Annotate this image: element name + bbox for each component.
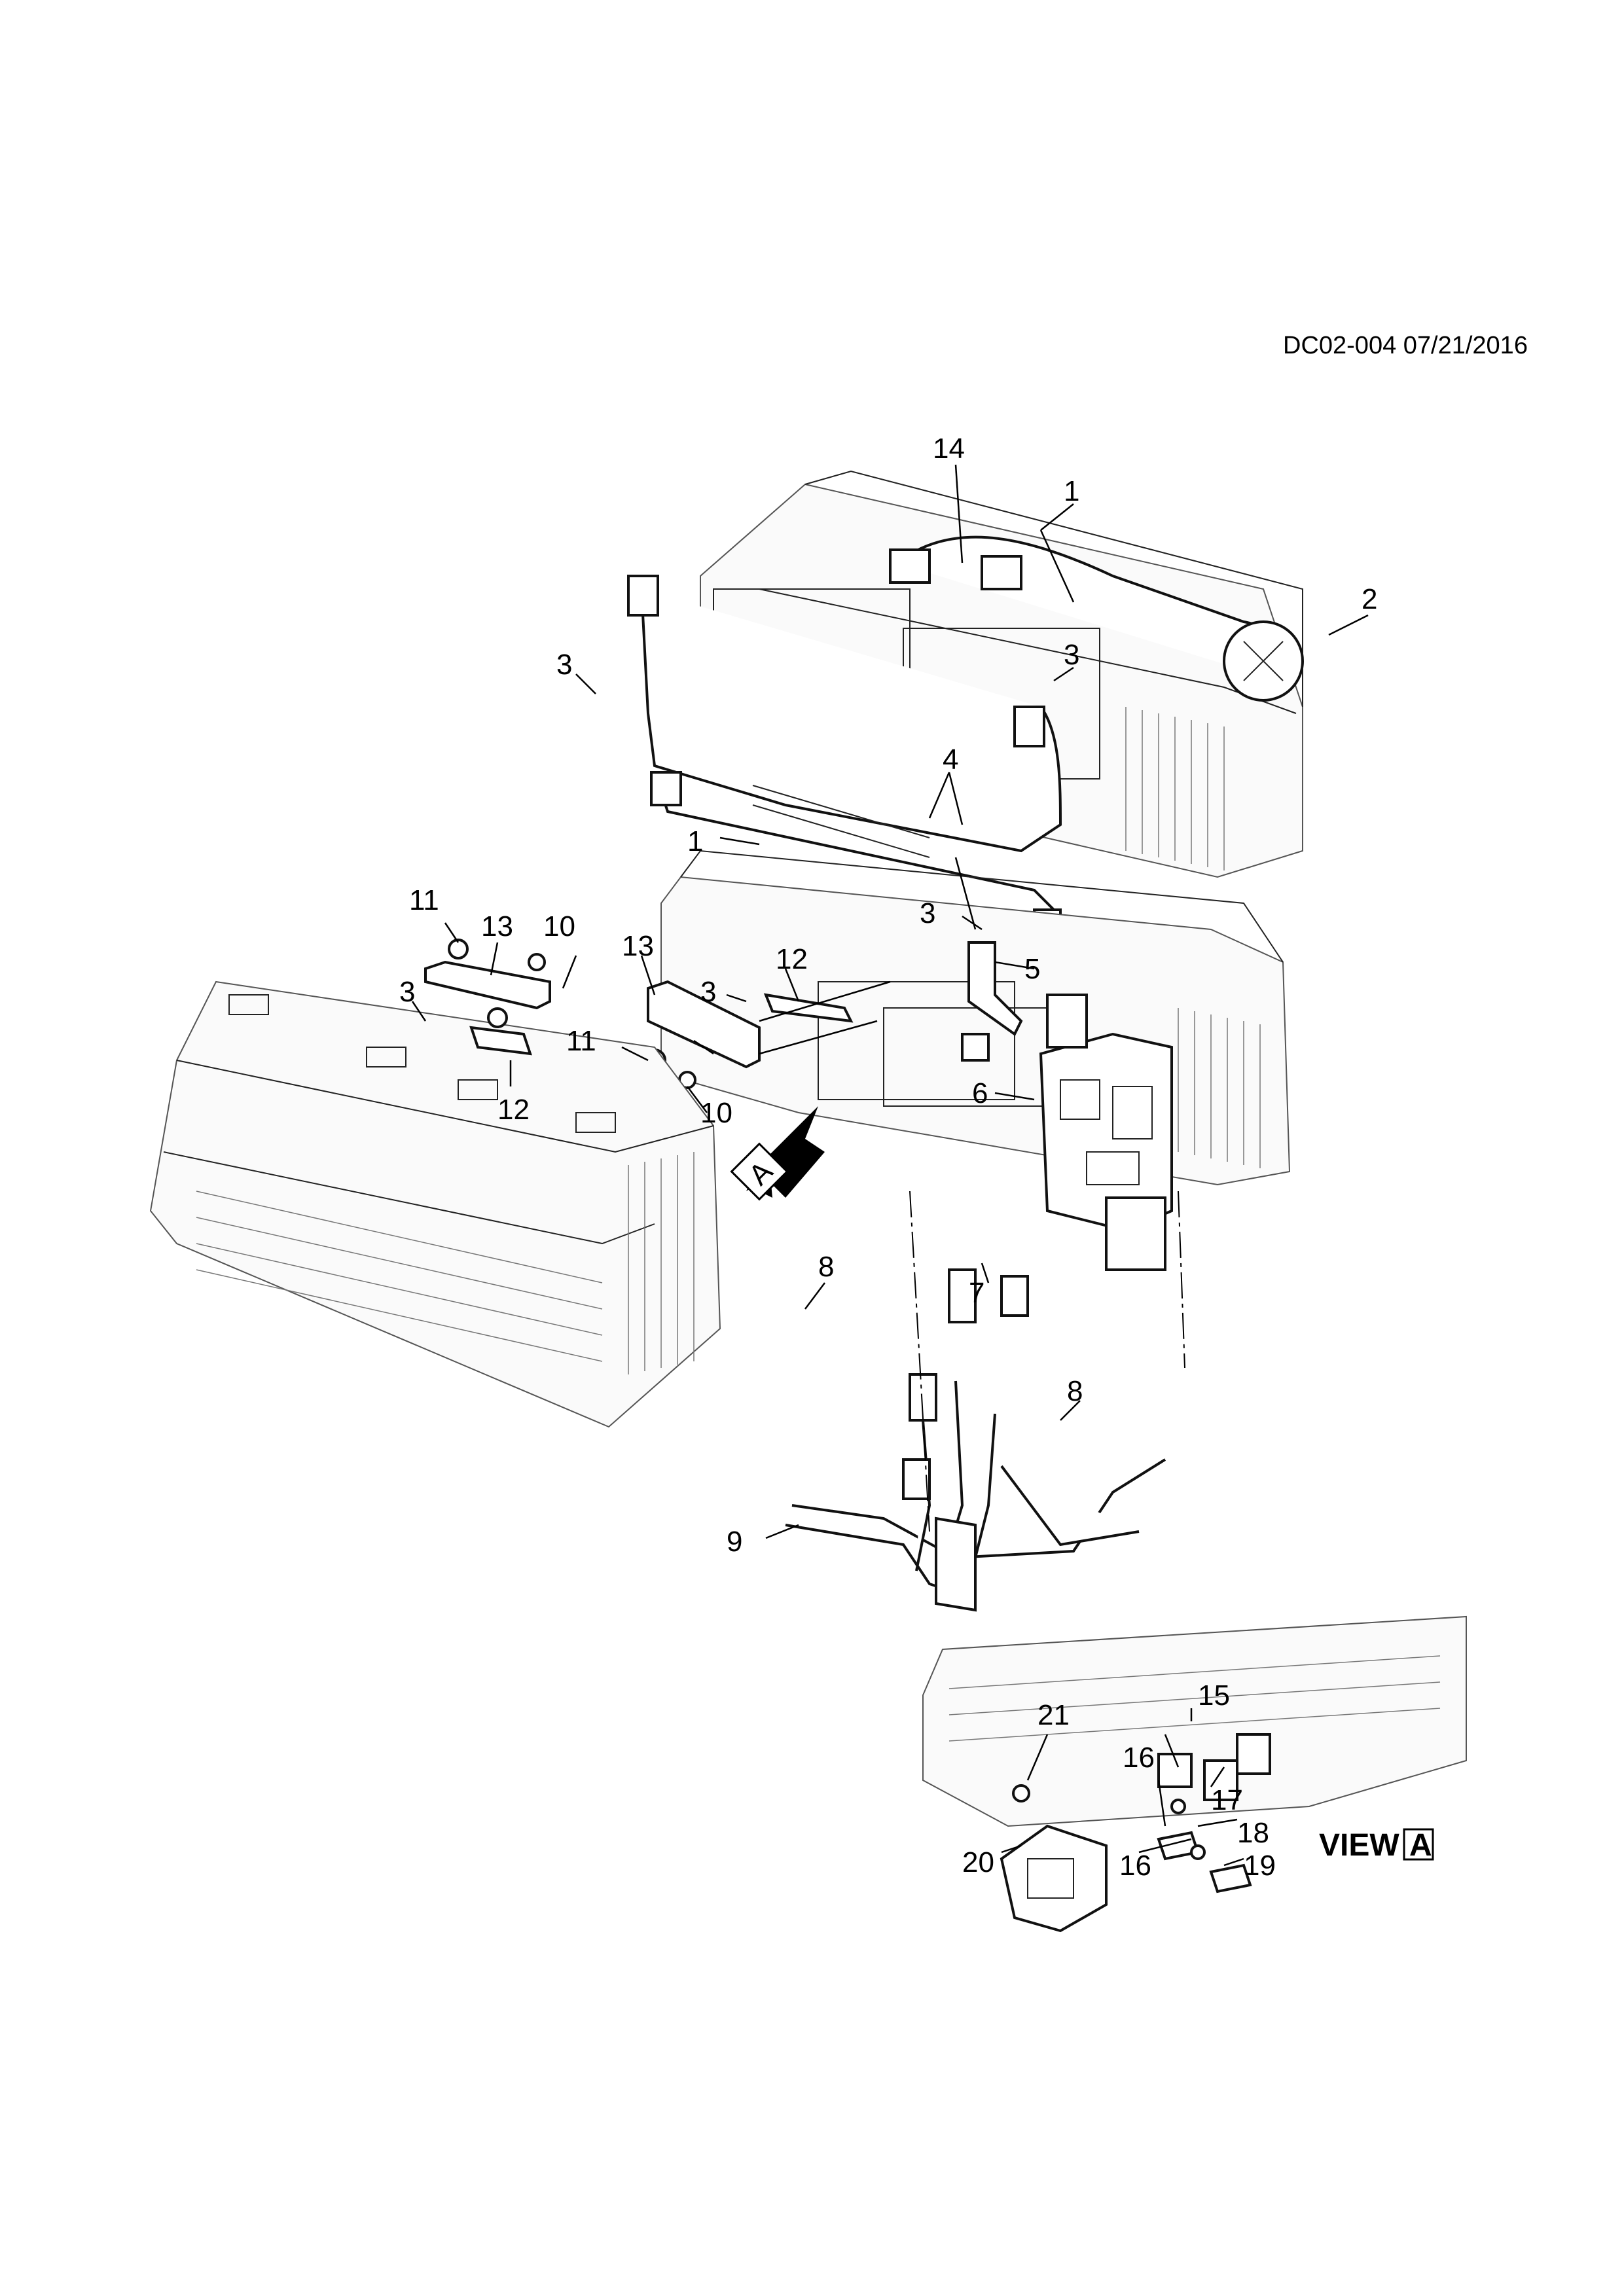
callout-13: 13	[481, 910, 513, 942]
callout-20: 20	[962, 1846, 994, 1878]
callout-12: 12	[776, 943, 808, 975]
callout-5: 5	[1024, 953, 1040, 985]
callout-numbers: 14 1 2 3 3 4 1 3 5 6 11 13 10 3 12 13 12…	[399, 433, 1377, 1882]
callout-11: 11	[566, 1025, 596, 1057]
callout-21: 21	[1038, 1699, 1070, 1731]
callout-8: 8	[818, 1251, 834, 1283]
callout-8: 8	[1067, 1375, 1083, 1407]
callout-3: 3	[700, 976, 716, 1008]
callout-16: 16	[1123, 1742, 1155, 1774]
leader-lines	[411, 464, 1369, 1867]
middle-battery-section	[660, 850, 1291, 1186]
view-a-box	[1403, 1828, 1434, 1861]
callout-13: 13	[622, 930, 654, 962]
view-a-detail	[922, 1615, 1467, 1933]
callout-2: 2	[1362, 583, 1377, 615]
callout-10: 10	[543, 910, 575, 942]
callout-11: 11	[409, 884, 439, 916]
callout-16: 16	[1119, 1850, 1151, 1882]
callout-3: 3	[399, 976, 415, 1008]
harness-9	[785, 1191, 1185, 1612]
left-battery-section	[149, 980, 721, 1428]
callout-1: 1	[687, 825, 703, 857]
callout-14: 14	[933, 433, 965, 465]
harness-4	[627, 575, 1074, 937]
wiring-harness-14	[889, 535, 1304, 702]
callout-4: 4	[943, 744, 958, 776]
cover-assembly-left	[424, 939, 551, 1056]
callout-19: 19	[1244, 1850, 1276, 1882]
callout-3: 3	[920, 897, 935, 929]
view-a-box-letter: A	[1409, 1828, 1432, 1863]
callout-7: 7	[969, 1277, 984, 1309]
callout-6: 6	[972, 1077, 988, 1109]
callout-3: 3	[556, 649, 572, 681]
callout-9: 9	[727, 1526, 742, 1558]
module-6	[1039, 994, 1173, 1271]
callout-1: 1	[1064, 475, 1079, 507]
view-a-label: VIEW	[1319, 1828, 1399, 1863]
bracket-5	[961, 941, 1023, 1062]
view-a-arrow: A	[730, 1106, 825, 1201]
callout-17: 17	[1211, 1784, 1243, 1816]
diagram-code: DC02-004 07/21/2016	[1283, 332, 1528, 359]
callout-15: 15	[1198, 1679, 1230, 1712]
callout-18: 18	[1237, 1817, 1269, 1849]
callout-10: 10	[700, 1097, 732, 1129]
callout-12: 12	[497, 1094, 530, 1126]
callout-3: 3	[1064, 639, 1079, 671]
